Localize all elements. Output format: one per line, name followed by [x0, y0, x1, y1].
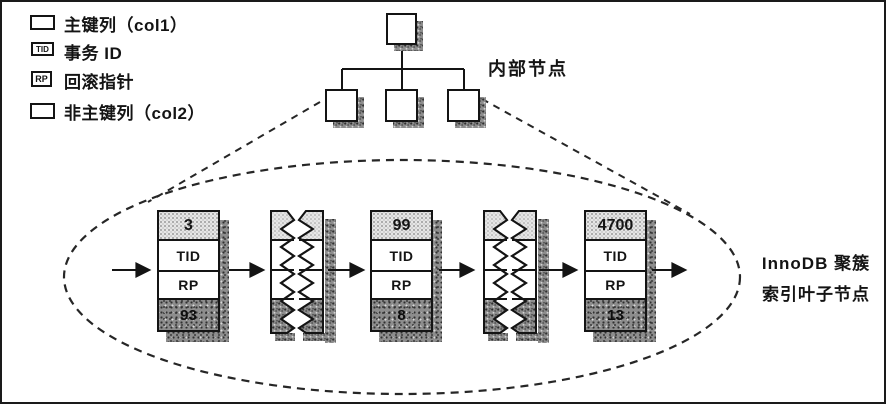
leaf-node-1-col2-cell: 93 — [159, 300, 218, 330]
leaf-area-ellipse — [62, 158, 742, 396]
leaf-nodes-label-line2: 索引叶子节点 — [762, 285, 870, 304]
legend-swatch-rp: RP — [31, 71, 52, 87]
btree-child-node-left — [325, 89, 364, 128]
legend-swatch-non-primary-key — [30, 103, 55, 119]
btree-child-node-right — [447, 89, 486, 128]
legend-label-rp: 回滚指针 — [64, 73, 134, 92]
leaf-node-2-tid-cell: TID — [372, 241, 431, 272]
torn-gap-2 — [481, 208, 549, 343]
btree-root-node — [386, 13, 423, 51]
leaf-node-2-pk-cell: 99 — [372, 212, 431, 241]
legend-label-non-primary-key: 非主键列（col2） — [64, 104, 206, 123]
funnel-line-right — [481, 98, 691, 215]
leaf-node-2: 99 TID RP 8 — [370, 210, 433, 332]
leaf-node-3-pk-cell: 4700 — [586, 212, 645, 241]
leaf-node-2-col2-cell: 8 — [372, 300, 431, 330]
leaf-node-2-rp-cell: RP — [372, 272, 431, 300]
internal-nodes-label: 内部节点 — [488, 59, 568, 79]
leaf-nodes-label-line1: InnoDB 聚簇 — [761, 254, 871, 273]
leaf-node-1-tid-cell: TID — [159, 241, 218, 272]
leaf-node-3-rp-cell: RP — [586, 272, 645, 300]
leaf-nodes-label: InnoDB 聚簇 索引叶子节点 — [735, 248, 884, 310]
legend-label-primary-key: 主键列（col1） — [64, 16, 188, 35]
legend-swatch-tid: TID — [31, 42, 54, 56]
leaf-node-1-rp-cell: RP — [159, 272, 218, 300]
leaf-node-3-col2-cell: 13 — [586, 300, 645, 330]
leaf-node-3: 4700 TID RP 13 — [584, 210, 647, 332]
legend-label-tid: 事务 ID — [64, 44, 123, 63]
legend-swatch-primary-key — [30, 15, 55, 30]
funnel-line-left — [147, 101, 321, 203]
leaf-node-1: 3 TID RP 93 — [157, 210, 220, 332]
btree-child-node-middle — [385, 89, 424, 128]
leaf-node-1-pk-cell: 3 — [159, 212, 218, 241]
btree-connector-lines — [341, 44, 465, 90]
torn-gap-1 — [268, 208, 336, 343]
leaf-node-3-tid-cell: TID — [586, 241, 645, 272]
